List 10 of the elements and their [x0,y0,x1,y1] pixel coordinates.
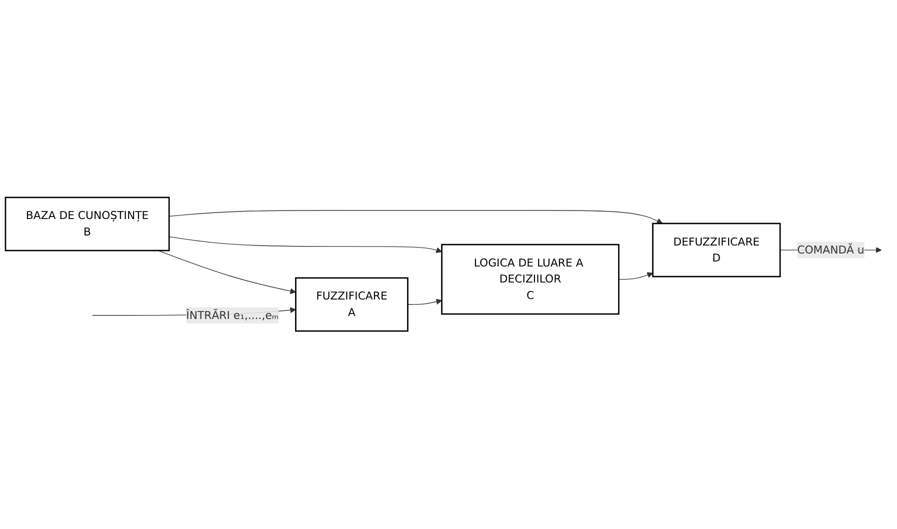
node-box [295,278,408,332]
edge-label: ÎNTRĂRI e₁,....,eₘ [186,308,279,322]
edge-label: COMANDĂ u [797,243,864,256]
arrow [168,210,663,224]
node-box [652,223,781,278]
node-box [4,197,170,252]
arrow [407,299,442,306]
arrow [618,272,654,280]
node-box [441,244,620,315]
arrow [168,236,442,254]
